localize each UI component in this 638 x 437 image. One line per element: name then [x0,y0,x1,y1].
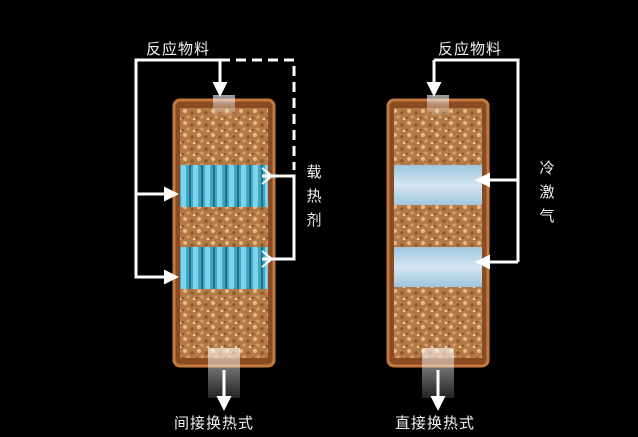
indirect-reactor [172,95,276,398]
left-caption: 间接换热式 [174,414,255,432]
right-caption: 直接换热式 [395,414,476,432]
catalyst-bed [394,108,482,358]
left-side-label: 载热剂 [306,163,322,229]
quench-zone-lower [394,247,482,287]
indirect-piping [134,58,296,285]
quench-zone-upper [394,165,482,205]
left-feed-label: 反应物料 [146,40,211,58]
catalyst-bed [180,108,268,358]
direct-reactor [386,95,490,398]
right-side-label: 冷激气 [539,159,555,225]
heat-exchanger-tubes-upper [180,165,268,207]
inlet-flow [213,95,235,115]
heat-exchanger-tubes-lower [180,247,268,289]
inlet-flow [427,95,449,115]
right-feed-label: 反应物料 [438,40,503,58]
direct-piping [426,58,520,270]
